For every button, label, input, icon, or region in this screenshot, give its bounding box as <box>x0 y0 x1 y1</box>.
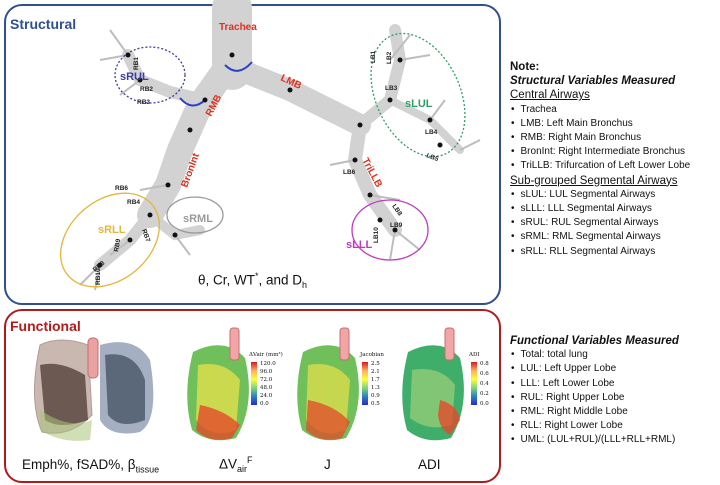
label-trachea: Trachea <box>219 22 257 33</box>
list-item: RMB: Right Main Bronchus <box>520 131 690 145</box>
lung-heatmap-jacobian <box>297 327 359 441</box>
lung-ct-rendering <box>34 337 154 441</box>
structural-caption: θ, Cr, WT*, and Dh <box>198 271 308 291</box>
label-slul: sLUL <box>405 98 433 110</box>
label-rb6: RB6 <box>115 185 128 192</box>
label-lb1: LB1 <box>370 50 377 63</box>
label-lb2: LB2 <box>386 51 393 64</box>
airway-nodes <box>97 52 443 268</box>
list-item: sRML: RML Segmental Airways <box>520 230 690 244</box>
label-srul: sRUL <box>120 71 149 83</box>
structural-title: Structural <box>10 16 77 32</box>
lung-heatmap-adi <box>402 327 464 441</box>
slll-outline <box>351 199 429 261</box>
segmental-airways-heading: Sub-grouped Segmental Airways <box>510 174 678 187</box>
label-rb2: RB2 <box>140 86 153 93</box>
label-lb4: LB4 <box>425 129 438 136</box>
list-item: BronInt: Right Intermediate Bronchus <box>520 145 690 159</box>
functional-variables-list: Total: total lung LUL: Left Upper Lobe L… <box>510 348 679 447</box>
label-srml: sRML <box>183 213 213 225</box>
functional-note: Functional Variables Measured Total: tot… <box>510 334 679 448</box>
note-heading: Note: <box>510 61 540 73</box>
list-item: Total: total lung <box>520 348 679 362</box>
carina-angle-arc <box>224 61 253 72</box>
central-airways-heading: Central Airways <box>510 89 590 102</box>
functional-title: Functional <box>10 318 81 334</box>
colorbar-title: ΔVair (mm³) <box>249 352 283 358</box>
airway-small-branches <box>79 29 481 291</box>
colorbar-gradient <box>251 362 257 405</box>
lung-heatmap-dvair <box>187 327 249 441</box>
label-lb6: LB6 <box>343 169 356 176</box>
functional-caption-adi: ADI <box>418 457 441 472</box>
label-lb5: LB5 <box>425 152 439 163</box>
list-item: LLL: Left Lower Lobe <box>520 377 679 391</box>
colorbar-title: Jacobian <box>360 352 384 358</box>
list-item: UML: (LUL+RUL)/(LLL+RLL+RML) <box>520 433 679 447</box>
slul-outline <box>370 32 466 158</box>
functional-caption-j: J <box>324 457 331 472</box>
label-lb9: LB9 <box>390 222 403 229</box>
label-lb3: LB3 <box>385 85 398 92</box>
srul-outline <box>114 46 186 104</box>
label-rb4: RB4 <box>127 199 140 206</box>
functional-caption-ct: Emph%, fSAD%, βtissue <box>22 457 160 475</box>
label-srll: sRLL <box>98 224 126 236</box>
label-rb10: RB10 <box>95 268 102 285</box>
functional-variables-heading: Functional Variables Measured <box>510 335 679 347</box>
list-item: sLLL: LLL Segmental Airways <box>520 202 690 216</box>
structural-panel <box>4 4 501 305</box>
list-item: TriLLB: Trifurcation of Left Lower Lobe <box>520 159 691 173</box>
list-item: sRUL: RUL Segmental Airways <box>520 216 690 230</box>
functional-caption-dvair: ΔVairF <box>219 455 253 475</box>
list-item: Trachea <box>520 103 690 117</box>
list-item: sRLL: RLL Segmental Airways <box>520 245 690 259</box>
list-item: RLL: Right Lower Lobe <box>520 419 679 433</box>
list-item: RUL: Right Upper Lobe <box>520 391 679 405</box>
list-item: LUL: Left Upper Lobe <box>520 362 679 376</box>
label-rb1: RB1 <box>133 57 140 70</box>
list-item: LMB: Left Main Bronchus <box>520 117 690 131</box>
label-rb3: RB3 <box>137 99 150 106</box>
label-lb10: LB10 <box>373 227 380 243</box>
structural-note: Note: Structural Variables Measured Cent… <box>510 60 690 259</box>
colorbar-title: ADI <box>469 352 480 358</box>
label-rb9: RB9 <box>113 238 122 252</box>
list-item: RML: Right Middle Lobe <box>520 405 679 419</box>
colorbar-gradient <box>471 362 477 405</box>
rul-angle-arc <box>179 97 206 107</box>
segmental-airways-list: sLUL: LUL Segmental Airways sLLL: LLL Se… <box>510 188 690 259</box>
label-rb7: RB7 <box>140 228 151 243</box>
colorbar-gradient <box>362 362 368 405</box>
srll-outline <box>59 192 161 288</box>
label-slll: sLLL <box>346 239 373 251</box>
structural-variables-heading: Structural Variables Measured <box>510 75 676 88</box>
list-item: sLUL: LUL Segmental Airways <box>520 188 690 202</box>
srml-outline <box>166 196 224 234</box>
central-airways-list: Trachea LMB: Left Main Bronchus RMB: Rig… <box>510 103 691 174</box>
